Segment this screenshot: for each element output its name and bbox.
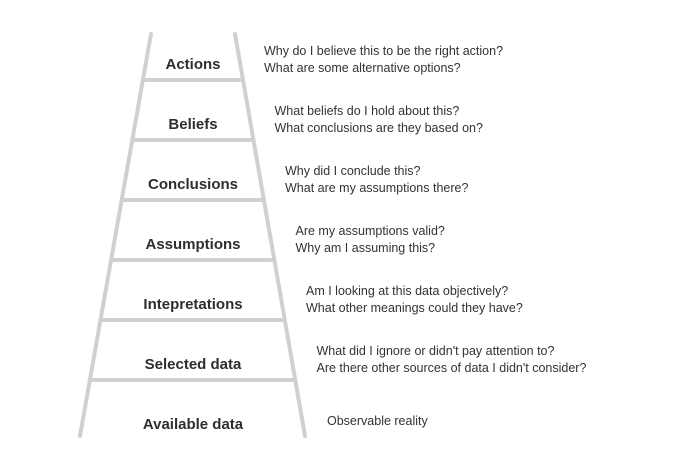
step-questions: Am I looking at this data objectively? Wh… (306, 283, 523, 317)
question-text: Are my assumptions valid? (295, 224, 445, 238)
question-text: Are there other sources of data I didn't… (316, 361, 587, 375)
question-text: Why do I believe this to be the right ac… (264, 44, 504, 58)
question-text: What are my assumptions there? (285, 181, 469, 195)
question-text: What are some alternative options? (264, 61, 461, 75)
step-questions: Why do I believe this to be the right ac… (264, 43, 503, 77)
question-text: Am I looking at this data objectively? (306, 284, 509, 298)
question-text: What conclusions are they based on? (274, 121, 483, 135)
step-questions: Are my assumptions valid? Why am I assumi… (296, 223, 445, 257)
step-questions: What did I ignore or didn't pay attentio… (317, 343, 587, 377)
question-text: Why did I conclude this? (285, 164, 421, 178)
question-text: Observable reality (327, 414, 428, 428)
step-label: Selected data (144, 356, 242, 373)
right-rail (233, 32, 307, 438)
step-label: Conclusions (147, 176, 238, 193)
left-rail (78, 32, 153, 438)
step-label: Beliefs (168, 116, 218, 133)
question-text: What other meanings could they have? (306, 301, 523, 315)
step-label: Actions (165, 56, 221, 73)
step-questions: What beliefs do I hold about this? What c… (275, 103, 483, 137)
step-questions: Observable reality (327, 413, 428, 430)
step-label: Intepretations (143, 296, 243, 313)
question-text: What beliefs do I hold about this? (274, 104, 460, 118)
step-label: Assumptions (145, 236, 241, 253)
question-text: Why am I assuming this? (295, 241, 436, 255)
question-text: What did I ignore or didn't pay attentio… (316, 344, 555, 358)
step-questions: Why did I conclude this? What are my assu… (285, 163, 468, 197)
step-label: Available data (142, 416, 244, 433)
